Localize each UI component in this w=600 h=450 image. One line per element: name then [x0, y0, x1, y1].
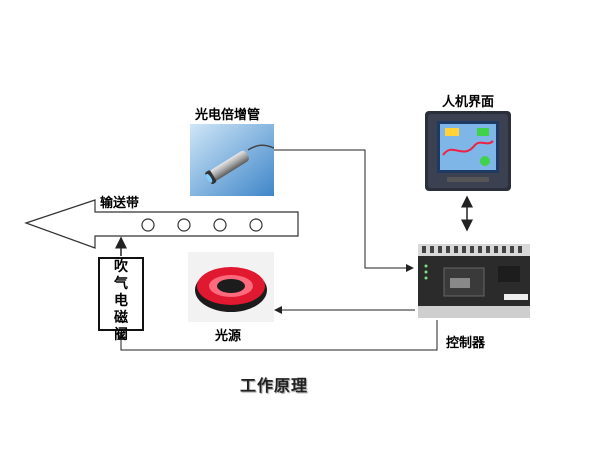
plc-icon [418, 244, 530, 318]
touchscreen-icon [425, 111, 511, 191]
controller-to-valve-line [117, 320, 438, 351]
pmt-label: 光电倍增管 [195, 108, 261, 123]
light-source-photo [188, 252, 274, 322]
conveyor-belt [24, 199, 299, 249]
pmt-icon [190, 124, 274, 196]
conveyor-item [213, 218, 227, 232]
ring-light-icon [195, 267, 267, 312]
diagram-caption: 工作原理 [240, 376, 309, 395]
conveyor-item [177, 218, 191, 232]
conveyor-item [141, 218, 155, 232]
controller-photo [414, 238, 532, 324]
conveyor-item [249, 218, 263, 232]
light-label: 光源 [215, 329, 242, 344]
hmi-label: 人机界面 [442, 95, 495, 110]
valve-box [98, 257, 144, 331]
conveyor-label: 输送带 [100, 196, 140, 211]
hmi-photo [425, 111, 511, 191]
controller-label: 控制器 [446, 336, 486, 351]
pmt-to-controller-line [274, 149, 414, 272]
pmt-photo [190, 124, 274, 196]
valve-label: 吹气电磁阀 [114, 259, 128, 343]
